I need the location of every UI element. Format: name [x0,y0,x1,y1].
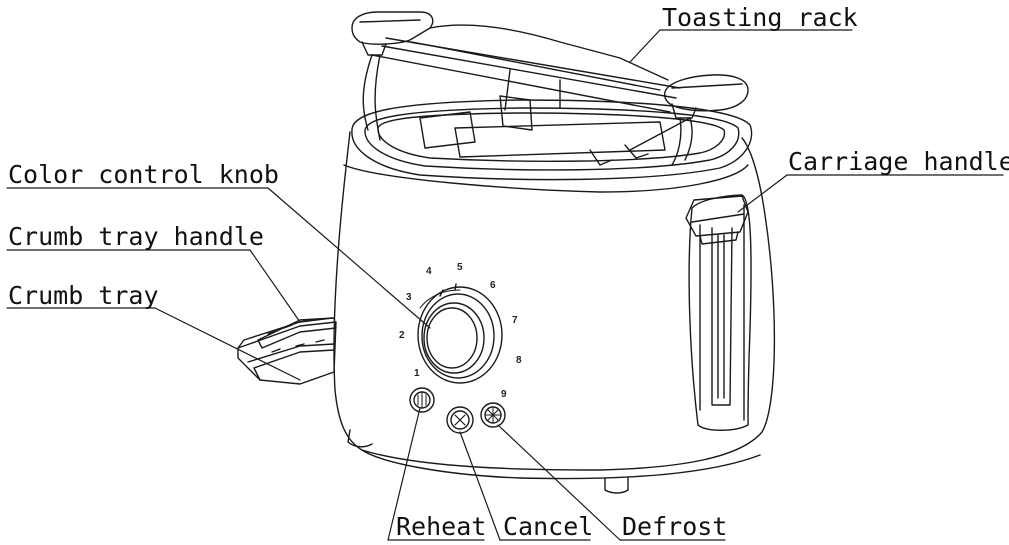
dial-number: 8 [516,355,522,366]
dial-number: 5 [457,262,463,273]
crumb-tray-label: Crumb tray [8,281,159,310]
crumb-tray-handle-label: Crumb tray handle [8,222,264,251]
reheat-button [409,387,435,413]
dial-number: 7 [512,315,518,326]
toaster-top [351,95,753,181]
leader-lines [6,29,1004,541]
color-control-knob [417,283,503,384]
cancel-button [446,406,474,434]
cancel-label: Cancel [503,512,594,541]
dial-number: 9 [501,389,507,400]
defrost-button [480,402,506,428]
dial-number: 6 [490,280,496,291]
color-control-knob-label: Color control knob [8,160,279,189]
carriage-handle-label: Carriage handle [788,147,1009,176]
defrost-label: Defrost [622,512,728,541]
carriage-handle [685,194,752,431]
dial-number: 4 [426,266,432,277]
crumb-tray-handle [257,317,337,349]
dial-numbers: 1 2 3 4 5 6 7 8 9 [399,262,522,400]
dial-number: 3 [406,292,412,303]
toasting-rack-label: Toasting rack [662,3,858,32]
crumb-tray [237,317,337,385]
dial-number: 1 [414,368,420,379]
toaster-body [333,131,776,494]
reheat-label: Reheat [396,512,487,541]
dial-number: 2 [399,330,405,341]
toasting-rack [351,11,749,166]
